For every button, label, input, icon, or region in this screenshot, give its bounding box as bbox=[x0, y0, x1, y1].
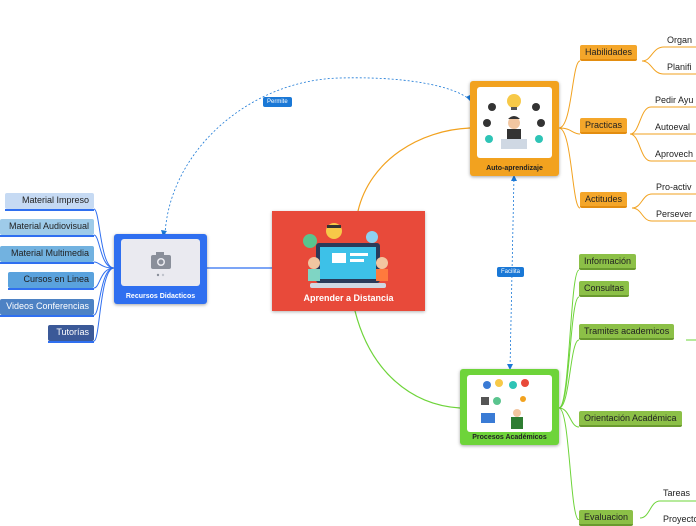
recursos-item[interactable]: Material Impreso bbox=[5, 193, 94, 209]
recursos-item[interactable]: Tutorías bbox=[48, 325, 94, 341]
auto-illustration bbox=[477, 87, 552, 158]
central-node[interactable]: Aprender a Distancia bbox=[272, 211, 425, 311]
image-placeholder bbox=[121, 239, 200, 286]
procesos-topic[interactable]: Tramites academicos bbox=[579, 324, 675, 340]
practicas-topic[interactable]: Practicas bbox=[580, 118, 628, 134]
underline bbox=[0, 235, 94, 237]
recursos-item[interactable]: Cursos en Linea bbox=[8, 272, 94, 288]
actitudes-leaf[interactable]: Persever bbox=[656, 209, 693, 219]
procesos-topic[interactable]: Consultas bbox=[579, 281, 630, 297]
facilita-relation-label[interactable]: Facilita bbox=[497, 267, 525, 277]
recursos-item[interactable]: Videos Conferencias bbox=[0, 299, 94, 315]
practicas-leaf[interactable]: Aprovech bbox=[655, 149, 694, 159]
procesos-topic[interactable]: Evaluacion bbox=[579, 510, 634, 526]
recursos-didacticos-node[interactable]: Recursos Didacticos bbox=[114, 234, 207, 304]
habilidades-leaf[interactable]: Organ bbox=[667, 35, 693, 45]
procesos-topic[interactable]: Información bbox=[579, 254, 637, 270]
recursos-item[interactable]: Material Multimedia bbox=[0, 246, 94, 262]
central-title: Aprender a Distancia bbox=[303, 293, 394, 303]
academic-processes-icon bbox=[481, 379, 529, 429]
actitudes-topic[interactable]: Actitudes bbox=[580, 192, 628, 208]
student-laptop-icon bbox=[483, 94, 545, 149]
recursos-title: Recursos Didacticos bbox=[125, 293, 196, 300]
auto-title: Auto-aprendizaje bbox=[486, 165, 543, 172]
evaluacion-leaf[interactable]: Tareas bbox=[663, 488, 691, 498]
underline bbox=[0, 315, 94, 317]
underline bbox=[0, 262, 94, 264]
procesos-title: Procesos Académicos bbox=[472, 434, 547, 441]
practicas-leaf[interactable]: Pedir Ayu bbox=[655, 95, 694, 105]
permite-relation-label[interactable]: Permite bbox=[263, 97, 292, 107]
procesos-topic[interactable]: Orientación Académica bbox=[579, 411, 682, 427]
habilidades-leaf[interactable]: Planifi bbox=[667, 62, 692, 72]
procesos-academicos-node[interactable]: Procesos Académicos bbox=[460, 369, 559, 445]
habilidades-topic[interactable]: Habilidades bbox=[580, 45, 638, 61]
underline bbox=[48, 341, 94, 343]
underline bbox=[5, 209, 94, 211]
camera-icon bbox=[151, 252, 171, 277]
evaluacion-leaf[interactable]: Proyecto bbox=[663, 514, 696, 524]
procesos-illustration bbox=[467, 375, 552, 432]
recursos-item[interactable]: Material Audiovisual bbox=[0, 219, 94, 235]
practicas-leaf[interactable]: Autoeval bbox=[655, 122, 691, 132]
auto-aprendizaje-node[interactable]: Auto-aprendizaje bbox=[470, 81, 559, 176]
underline bbox=[8, 288, 94, 290]
laptop-learning-illustration bbox=[303, 223, 388, 288]
actitudes-leaf[interactable]: Pro-activ bbox=[656, 182, 692, 192]
